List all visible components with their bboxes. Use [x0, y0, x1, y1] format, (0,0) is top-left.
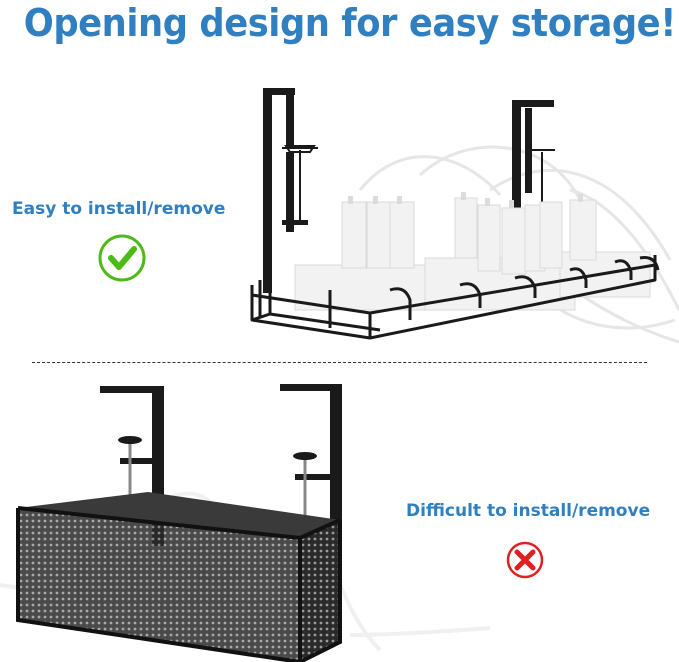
page-headline: Opening design for easy storage! — [23, 1, 677, 45]
easy-install-label: Easy to install/remove — [12, 199, 226, 219]
cross-icon — [506, 541, 544, 579]
open-wire-tray-illustration — [250, 88, 679, 344]
mesh-box-tray-illustration — [0, 384, 491, 662]
section-divider — [32, 362, 647, 363]
check-icon — [98, 234, 146, 282]
difficult-install-label: Difficult to install/remove — [406, 501, 651, 521]
